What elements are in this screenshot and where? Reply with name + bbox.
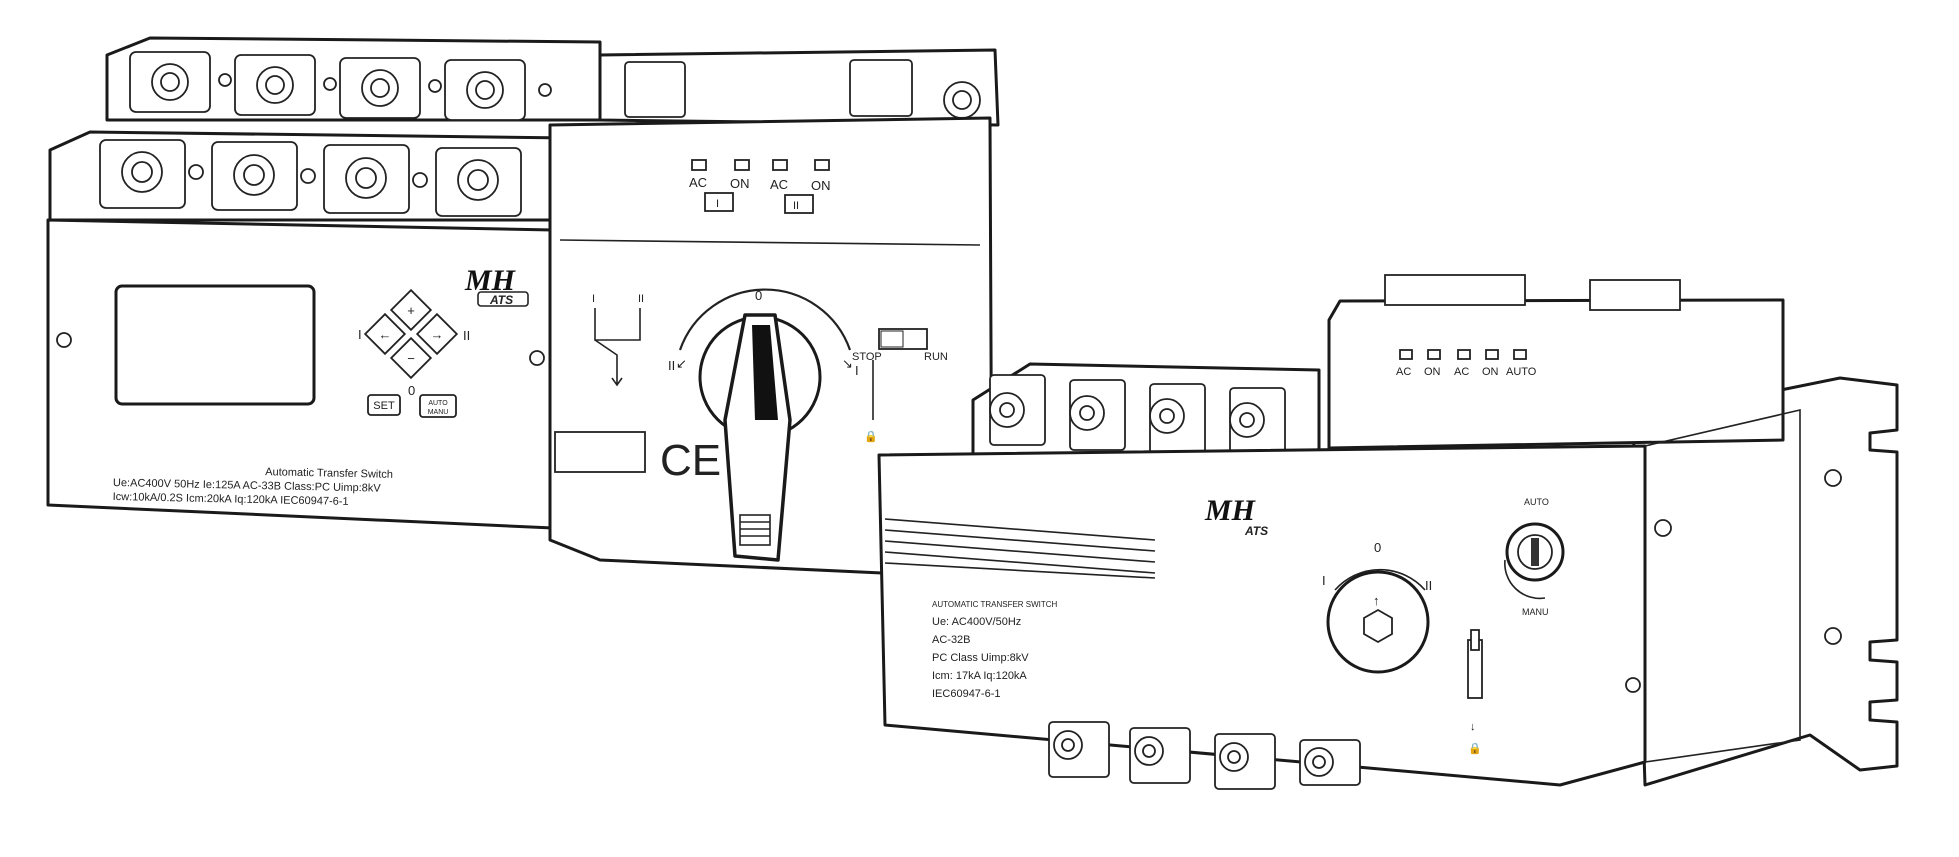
svg-text:Automatic Transfer Switch: Automatic Transfer Switch xyxy=(265,466,393,481)
plus-button[interactable]: + xyxy=(389,288,433,332)
svg-text:AC: AC xyxy=(770,177,788,192)
left-arrow-icon: ← xyxy=(379,327,392,342)
svg-text:Icm: 17kA Iq:120kA: Icm: 17kA Iq:120kA xyxy=(932,670,1027,682)
svg-text:Ue: AC400V/50Hz: Ue: AC400V/50Hz xyxy=(932,616,1021,628)
svg-text:0: 0 xyxy=(408,383,415,398)
svg-text:MANU: MANU xyxy=(1522,607,1549,617)
svg-text:IEC60947-6-1: IEC60947-6-1 xyxy=(932,688,1001,700)
svg-text:II: II xyxy=(668,358,675,373)
minus-button[interactable]: − xyxy=(389,336,433,380)
stop-run-switch[interactable]: STOP RUN 🔒 xyxy=(852,328,948,443)
svg-text:I: I xyxy=(592,293,595,305)
connector xyxy=(624,61,686,118)
svg-text:MH: MH xyxy=(1204,494,1257,527)
svg-text:Ue:AC400V 50Hz Ie:125A AC-33: Ue:AC400V 50Hz Ie:125A AC-33B Class:PC U… xyxy=(113,477,382,495)
lcd-display xyxy=(114,284,316,406)
svg-text:AUTO: AUTO xyxy=(1506,366,1537,378)
svg-text:SET: SET xyxy=(373,400,395,412)
spec-label: Automatic Transfer Switch Ue:AC400V 50Hz… xyxy=(113,466,394,508)
auto-manu-button[interactable]: AUTO MANU xyxy=(419,394,457,418)
brand-logo: MH ATS xyxy=(1204,494,1268,538)
svg-text:RUN: RUN xyxy=(924,351,948,363)
bottom-terminal-row xyxy=(48,130,572,222)
transfer-handle[interactable]: ↙ ↘ 0 II I xyxy=(668,288,859,562)
svg-text:ATS: ATS xyxy=(1244,524,1268,538)
padlock-icon: 🔒 xyxy=(1468,742,1482,755)
svg-text:ON: ON xyxy=(730,176,750,191)
certification-label xyxy=(554,431,646,473)
right-arrow-button[interactable]: → xyxy=(415,312,459,356)
arrow-down-icon: ↓ xyxy=(1470,721,1476,733)
svg-text:I: I xyxy=(1322,573,1326,588)
padlock-icon: 🔒 xyxy=(864,430,878,443)
svg-text:AC: AC xyxy=(1396,366,1411,378)
svg-text:0: 0 xyxy=(1374,540,1381,555)
right-ats-unit: AC ON AC ON AUTO MH ATS AUTOMATIC TRANSF… xyxy=(877,274,1899,790)
svg-text:II: II xyxy=(638,293,644,305)
svg-text:0: 0 xyxy=(755,288,762,303)
svg-text:II: II xyxy=(463,328,470,343)
svg-text:AC: AC xyxy=(1454,366,1469,378)
connector xyxy=(849,59,913,117)
svg-text:AC: AC xyxy=(689,175,707,190)
arrow-up-icon: ↑ xyxy=(1373,593,1380,608)
vent-grooves xyxy=(884,518,1156,579)
left-ats-unit: + ← → − I II 0 SET AUTO MANU MH ATS Auto… xyxy=(46,36,1000,580)
controller-box xyxy=(1327,298,1785,450)
padlock-slider[interactable]: ↓ 🔒 xyxy=(1467,629,1483,755)
ce-mark: CE xyxy=(660,436,721,485)
svg-text:−: − xyxy=(407,351,415,366)
auto-manual-key[interactable]: AUTO MANU xyxy=(1504,497,1565,617)
connector xyxy=(1589,279,1681,311)
spec-label: AUTOMATIC TRANSFER SWITCH Ue: AC400V/50H… xyxy=(932,600,1058,700)
svg-text:Icw:10kA/0.2S Icm:20kA Iq:12: Icw:10kA/0.2S Icm:20kA Iq:120kA IEC60947… xyxy=(113,491,349,508)
svg-text:I: I xyxy=(716,198,719,210)
svg-text:AC-32B: AC-32B xyxy=(932,634,971,646)
bottom-terminals xyxy=(1048,721,1361,790)
svg-text:+: + xyxy=(407,303,415,318)
svg-text:PC Class Uimp:8kV: PC Class Uimp:8kV xyxy=(932,652,1029,664)
wiring-diagram: I II xyxy=(592,293,644,387)
svg-text:II: II xyxy=(1425,578,1432,593)
arrow-icon: ↙ xyxy=(676,356,687,371)
source-indicators: AC ON AC ON I II xyxy=(689,159,831,214)
keypad: + ← → − I II 0 SET AUTO MANU xyxy=(358,288,470,418)
svg-text:AUTO: AUTO xyxy=(1524,497,1549,507)
svg-text:ON: ON xyxy=(1424,366,1441,378)
brand-logo: MH ATS xyxy=(464,264,529,307)
svg-text:I: I xyxy=(855,363,859,378)
svg-text:MANU: MANU xyxy=(428,409,449,416)
connector xyxy=(1384,274,1526,306)
left-arrow-button[interactable]: ← xyxy=(363,312,407,356)
svg-text:I: I xyxy=(358,327,362,342)
arrow-icon: ↘ xyxy=(842,356,853,371)
front-panel xyxy=(877,444,1647,787)
svg-text:AUTOMATIC TRANSFER SWITCH: AUTOMATIC TRANSFER SWITCH xyxy=(932,600,1058,609)
status-indicators: AC ON AC ON AUTO xyxy=(1396,349,1537,378)
svg-text:AUTO: AUTO xyxy=(428,400,448,407)
svg-text:ON: ON xyxy=(1482,366,1499,378)
set-button[interactable]: SET xyxy=(367,394,401,416)
svg-text:ON: ON xyxy=(811,178,831,193)
right-arrow-icon: → xyxy=(431,327,444,342)
svg-text:ATS: ATS xyxy=(489,293,513,307)
top-terminal-row xyxy=(105,36,602,122)
svg-text:II: II xyxy=(793,200,799,212)
manual-operation-dial[interactable]: I 0 II ↑ xyxy=(1322,540,1432,674)
svg-text:STOP: STOP xyxy=(852,351,882,363)
